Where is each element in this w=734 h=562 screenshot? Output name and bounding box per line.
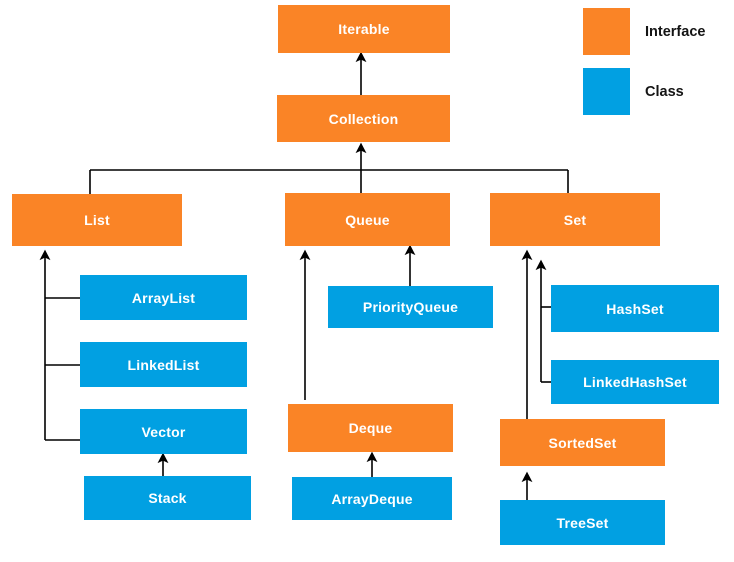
node-label: Deque <box>348 420 393 436</box>
node-label: LinkedHashSet <box>583 374 687 390</box>
legend-swatch-class <box>583 68 630 115</box>
legend-label-interface: Interface <box>645 24 706 40</box>
legend-swatch-interface <box>583 8 630 55</box>
node-label: ArrayList <box>131 289 196 306</box>
node-sortedset[interactable]: SortedSet <box>500 419 665 466</box>
node-iterable[interactable]: Iterable <box>278 5 450 53</box>
node-priorityqueue[interactable]: PriorityQueue <box>328 286 493 328</box>
node-queue[interactable]: Queue <box>285 193 450 246</box>
node-list[interactable]: List <box>12 194 182 246</box>
node-label: ArrayDeque <box>331 490 413 507</box>
node-arraydeque[interactable]: ArrayDeque <box>292 477 452 520</box>
node-collection[interactable]: Collection <box>277 95 450 142</box>
node-label: SortedSet <box>548 434 617 451</box>
node-label: List <box>84 212 110 228</box>
node-label: Stack <box>148 490 187 506</box>
node-set[interactable]: Set <box>490 193 660 246</box>
node-vector[interactable]: Vector <box>80 409 247 454</box>
node-linkedlist[interactable]: LinkedList <box>80 342 247 387</box>
node-hashset[interactable]: HashSet <box>551 285 719 332</box>
node-label: Vector <box>141 423 186 440</box>
node-treeset[interactable]: TreeSet <box>500 500 665 545</box>
legend-label-class: Class <box>645 84 684 100</box>
node-label: Collection <box>328 110 399 127</box>
node-label: LinkedList <box>127 356 200 373</box>
node-label: TreeSet <box>556 514 609 531</box>
node-stack[interactable]: Stack <box>84 476 251 520</box>
node-arraylist[interactable]: ArrayList <box>80 275 247 320</box>
node-label: Iterable <box>338 21 390 37</box>
node-label: PriorityQueue <box>362 299 459 315</box>
node-label: HashSet <box>606 300 664 317</box>
node-label: Set <box>563 211 587 228</box>
node-deque[interactable]: Deque <box>288 404 453 452</box>
node-label: Queue <box>345 211 390 228</box>
node-linkedhashset[interactable]: LinkedHashSet <box>551 360 719 404</box>
